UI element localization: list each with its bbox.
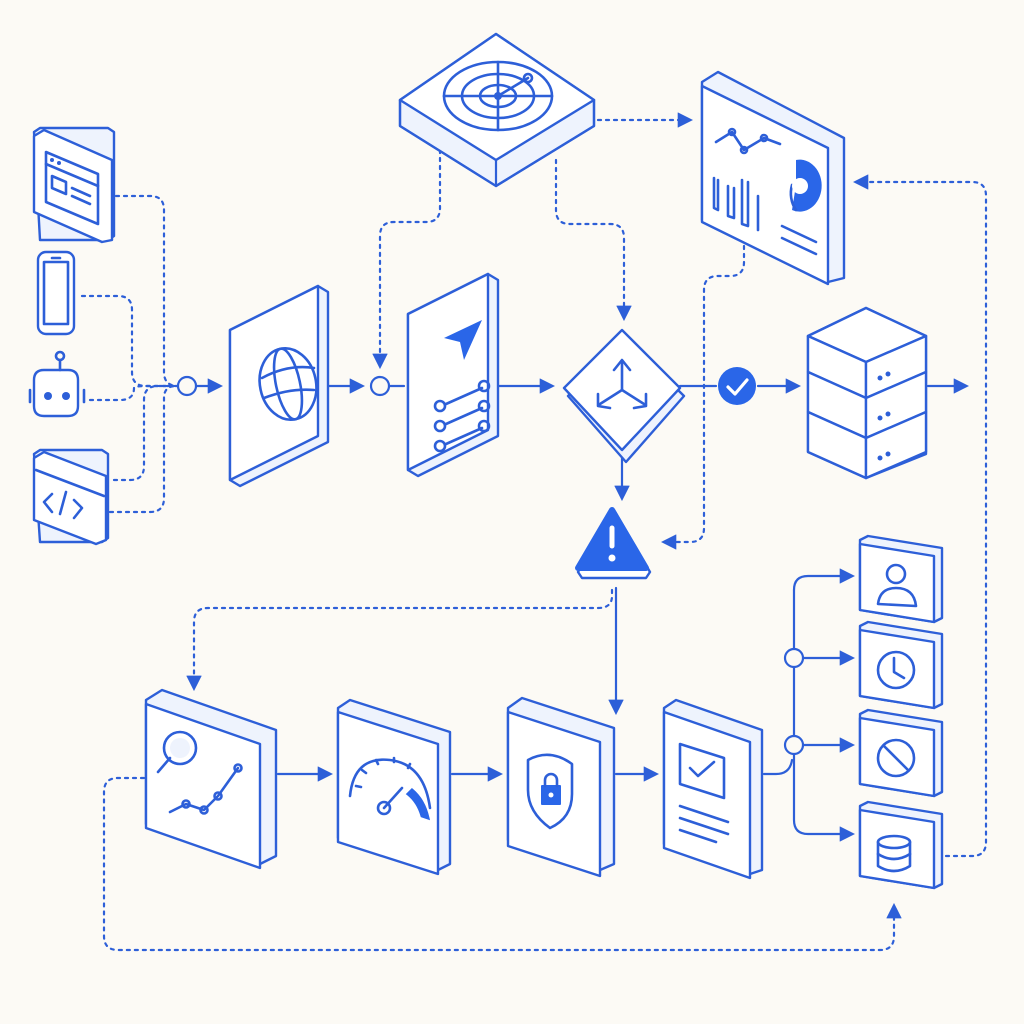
user-icon [876,563,918,608]
router-junction [369,375,391,397]
storage-output-node[interactable] [858,800,944,890]
connector-api-to-merge-2 [108,384,178,514]
connector-bot-to-merge [88,384,180,402]
prohibited-icon [876,738,916,778]
checklist-document-icon [678,742,730,844]
connectors [80,112,988,952]
globe-icon [258,347,318,421]
connector-alert-to-search [186,588,614,692]
smartphone-icon [42,260,70,326]
server-stack-icon [877,371,891,461]
connector-search-to-storage [102,776,902,952]
approval-document-node[interactable] [662,698,764,880]
connector-storage-to-dashboard [852,174,988,858]
api-client-node[interactable] [32,448,110,546]
branch-junction-lower [783,734,805,756]
browser-window-icon [44,150,100,226]
success-check-icon [718,367,756,405]
connector-document-to-branch [762,758,794,776]
magnifier-trend-icon [156,730,243,815]
connector-branch-to-storage [792,588,856,842]
navigation-arrow-icon [433,320,491,453]
performance-gauge-node[interactable] [336,698,452,876]
analytics-dashboard-node[interactable] [700,70,846,286]
connector-dashboard-to-alert [660,244,746,550]
code-window-icon [34,468,106,520]
clock-icon [876,650,916,690]
blocked-output-node[interactable] [858,708,944,798]
security-shield-node[interactable] [506,696,616,878]
gateway-node[interactable] [228,284,330,488]
alert-node[interactable] [575,507,652,580]
search-analyzer-node[interactable] [144,688,278,870]
database-icon [876,834,912,873]
shield-lock-icon [526,753,574,830]
user-output-node[interactable] [858,534,944,624]
merge-junction [176,375,198,397]
robot-icon [28,350,86,404]
bot-client-node[interactable] [28,350,86,418]
nodes [28,32,944,890]
connector-branch-to-user [792,568,856,592]
connector-api-to-merge [112,384,180,482]
load-balancer-node[interactable] [562,328,686,464]
connector-radar-to-balancer [554,158,632,322]
radar-monitor-node[interactable] [398,32,596,188]
radar-icon [442,60,554,132]
web-client-node[interactable] [32,126,116,244]
router-node[interactable] [406,272,500,478]
distribute-arrows-icon [596,358,648,410]
charts-dashboard-icon [712,127,822,256]
speedometer-icon [348,756,432,821]
schedule-output-node[interactable] [858,620,944,710]
connector-web-to-merge [114,194,180,388]
database-cluster-node[interactable] [806,306,928,480]
mobile-client-node[interactable] [36,250,76,336]
connector-radar-to-router [372,148,442,370]
branch-junction-upper [783,647,805,669]
